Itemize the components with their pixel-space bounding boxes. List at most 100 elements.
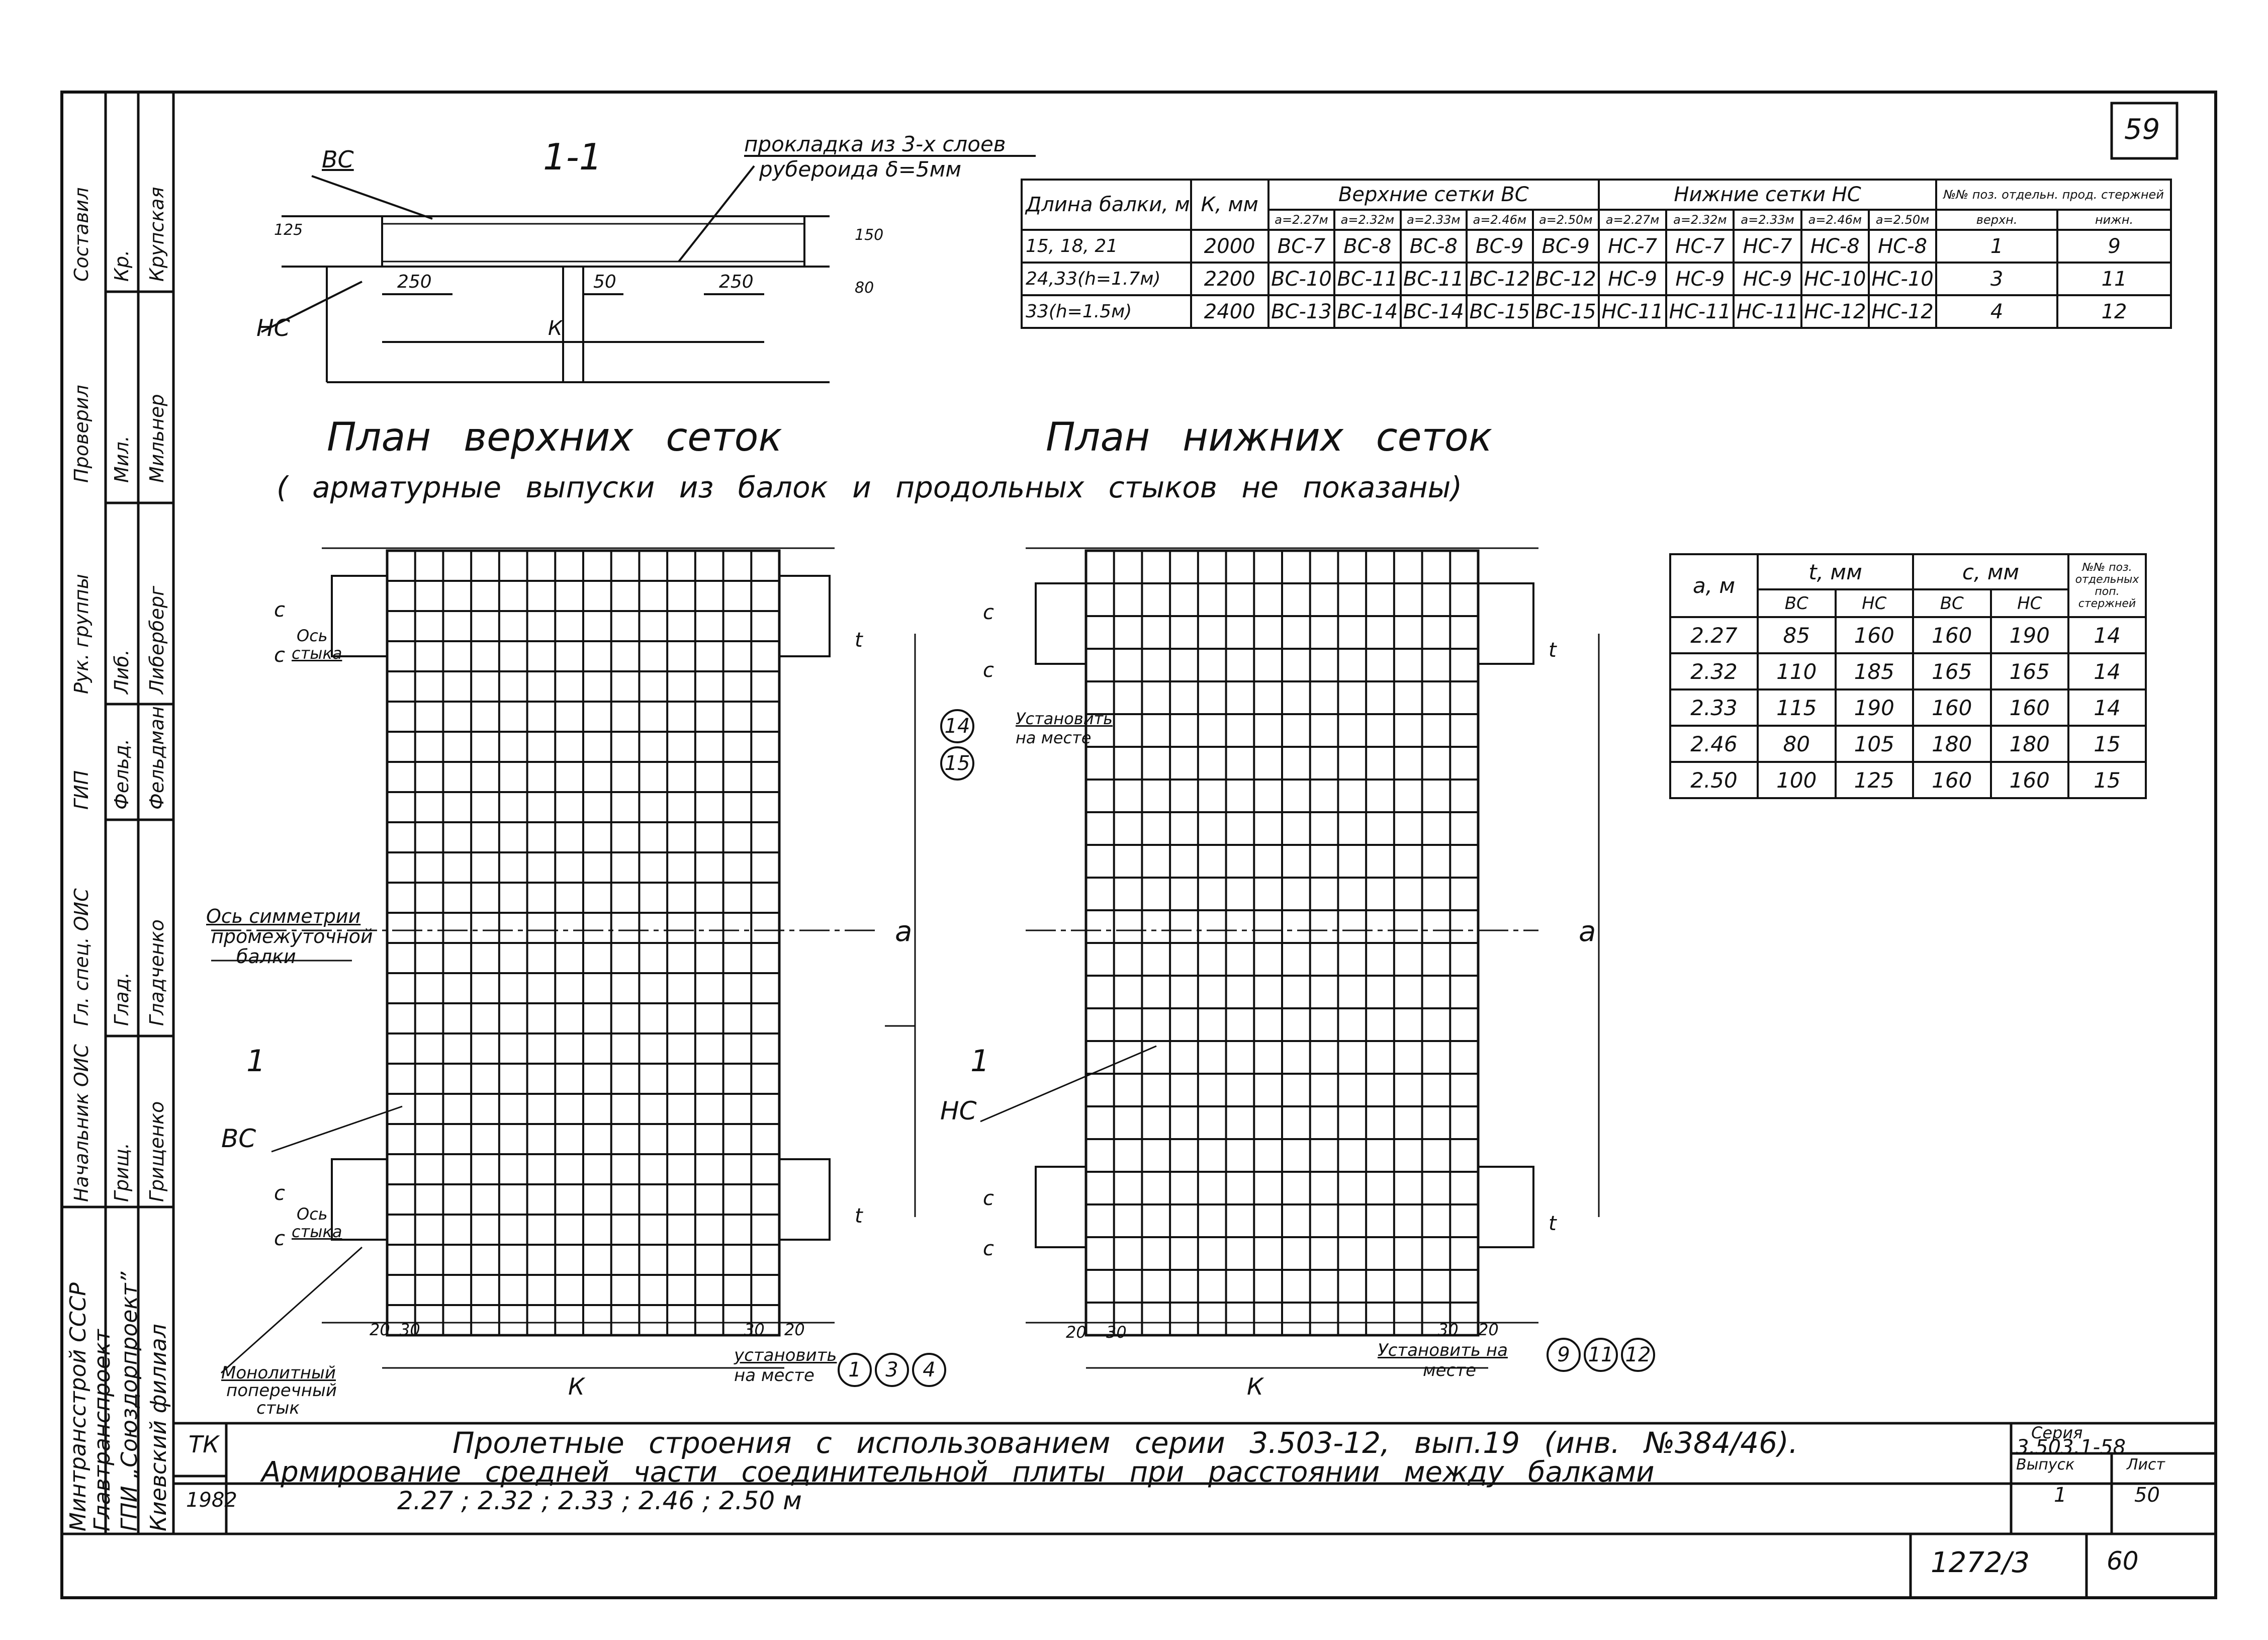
axis-symmetry-label: промежуточной bbox=[211, 925, 373, 947]
table-cell: 2400 bbox=[1190, 294, 1269, 329]
label-c: с bbox=[983, 659, 994, 682]
position-marker: 12 bbox=[1621, 1338, 1655, 1372]
header-lower: Нижние сетки НС bbox=[1597, 179, 1938, 211]
install-text: Установить bbox=[1016, 709, 1113, 728]
table-cell: 190 bbox=[1834, 688, 1914, 727]
position-marker: 3 bbox=[875, 1353, 909, 1387]
table-cell: ВС-14 bbox=[1399, 294, 1468, 329]
table-cell: НС-8 bbox=[1800, 229, 1870, 264]
section-dim: 125 bbox=[274, 221, 303, 239]
sig-role: Рук. группы bbox=[70, 574, 93, 694]
section-dim: К bbox=[548, 317, 563, 340]
sig-role: Проверил bbox=[70, 385, 93, 483]
table-cell: 180 bbox=[1912, 725, 1992, 763]
table-cell: 2200 bbox=[1190, 262, 1269, 296]
a-value: а=2.46м bbox=[1800, 209, 1870, 231]
table-cell: 24,33(h=1.7м) bbox=[1021, 262, 1192, 296]
title-line-3: 2.27 ; 2.32 ; 2.33 ; 2.46 ; 2.50 м bbox=[397, 1486, 802, 1515]
sig-mark: Грищ. bbox=[111, 1143, 133, 1202]
label-c: с bbox=[274, 1227, 285, 1250]
label-c: с bbox=[274, 644, 285, 667]
table-cell: 14 bbox=[2067, 688, 2147, 727]
table-cell: 180 bbox=[1989, 725, 2069, 763]
sig-mark: Мил. bbox=[111, 436, 133, 483]
archive-sheet: 60 bbox=[2107, 1546, 2139, 1576]
org-line: Киевский филиал bbox=[146, 1324, 171, 1531]
table-cell: 14 bbox=[2067, 652, 2147, 690]
sheet-label: Лист bbox=[2127, 1456, 2165, 1474]
a-value: а=2.32м bbox=[1665, 209, 1735, 231]
install-text: Установить на bbox=[1378, 1340, 1508, 1360]
table-cell: 160 bbox=[1912, 688, 1992, 727]
label-c: с bbox=[983, 1187, 994, 1210]
table-cell: НС-10 bbox=[1867, 262, 1938, 296]
table-cell: 3 bbox=[1935, 262, 2059, 296]
axis-joint-label: стыка bbox=[292, 644, 342, 663]
table-cell: ВС-7 bbox=[1267, 229, 1336, 264]
table-cell: 105 bbox=[1834, 725, 1914, 763]
label-k: К bbox=[568, 1373, 585, 1400]
table-cell: 85 bbox=[1757, 616, 1837, 654]
table-cell: НС-9 bbox=[1665, 262, 1735, 296]
table-cell: ВС-12 bbox=[1531, 262, 1600, 296]
install-right-label: Установить на месте bbox=[1378, 1340, 1508, 1380]
label-k: К bbox=[1247, 1373, 1263, 1400]
install-text: на месте bbox=[734, 1365, 814, 1386]
table-cell: НС-11 bbox=[1665, 294, 1735, 329]
table-cell: 2.32 bbox=[1669, 652, 1759, 690]
table-cell: 125 bbox=[1834, 761, 1914, 799]
table-cell: НС-10 bbox=[1800, 262, 1870, 296]
sig-mark: Кр. bbox=[111, 249, 133, 282]
table-cell: НС-8 bbox=[1867, 229, 1938, 264]
table-cell: НС-12 bbox=[1867, 294, 1938, 329]
position-marker: 15 bbox=[940, 746, 974, 781]
section-label-ns: НС bbox=[256, 314, 290, 341]
table-cell: НС-7 bbox=[1733, 229, 1802, 264]
label-c: с bbox=[983, 1237, 994, 1260]
title-year: 1982 bbox=[186, 1489, 237, 1512]
section-title: 1-1 bbox=[543, 136, 602, 178]
org-line: ГПИ „Союздорпроект” bbox=[117, 1271, 142, 1531]
sig-role: Гл. спец. ОИС bbox=[70, 888, 93, 1026]
table-cell: ВС-9 bbox=[1531, 229, 1600, 264]
table-cell: НС-11 bbox=[1597, 294, 1668, 329]
table-cell: 15 bbox=[2067, 725, 2147, 763]
install-text: на месте bbox=[1016, 728, 1092, 747]
title-line-1: Пролетные строения с использованием сери… bbox=[452, 1426, 1798, 1460]
dim: 30 bbox=[1438, 1320, 1459, 1339]
plan-note: ( арматурные выпуски из балок и продольн… bbox=[277, 470, 1463, 504]
table-cell: 160 bbox=[1989, 688, 2069, 727]
table-cell: 185 bbox=[1834, 652, 1914, 690]
sig-role: Начальник ОИС bbox=[70, 1044, 93, 1202]
dim: 30 bbox=[400, 1320, 420, 1339]
position-marker: 14 bbox=[940, 709, 974, 743]
position-marker: 4 bbox=[912, 1353, 946, 1387]
install-left-label: установить на месте bbox=[734, 1345, 837, 1386]
header-pos: №№ поз. отдельн. прод. стержней bbox=[1935, 179, 2172, 211]
org-line: Главтранспроект bbox=[89, 1329, 115, 1531]
table-cell: ВС-15 bbox=[1466, 294, 1534, 329]
label-t: t bbox=[855, 1204, 863, 1228]
sig-name: Мильнер bbox=[146, 394, 168, 483]
label-vs: ВС bbox=[221, 1124, 256, 1153]
t2-header-ns: НС bbox=[1989, 588, 2069, 618]
title-line-2: Армирование средней части соединительной… bbox=[261, 1456, 1655, 1489]
plan-title-lower: План нижних сеток bbox=[1046, 415, 1492, 460]
t2-header-vs: ВС bbox=[1757, 588, 1837, 618]
dim: 20 bbox=[1066, 1323, 1086, 1342]
dim: 30 bbox=[744, 1320, 765, 1339]
plan-title-upper: План верхних сеток bbox=[327, 415, 782, 460]
table-cell: ВС-9 bbox=[1466, 229, 1534, 264]
label-t: t bbox=[855, 629, 863, 652]
section-dim: 80 bbox=[855, 279, 874, 297]
table-cell: 80 bbox=[1757, 725, 1837, 763]
table-cell: ВС-8 bbox=[1399, 229, 1468, 264]
